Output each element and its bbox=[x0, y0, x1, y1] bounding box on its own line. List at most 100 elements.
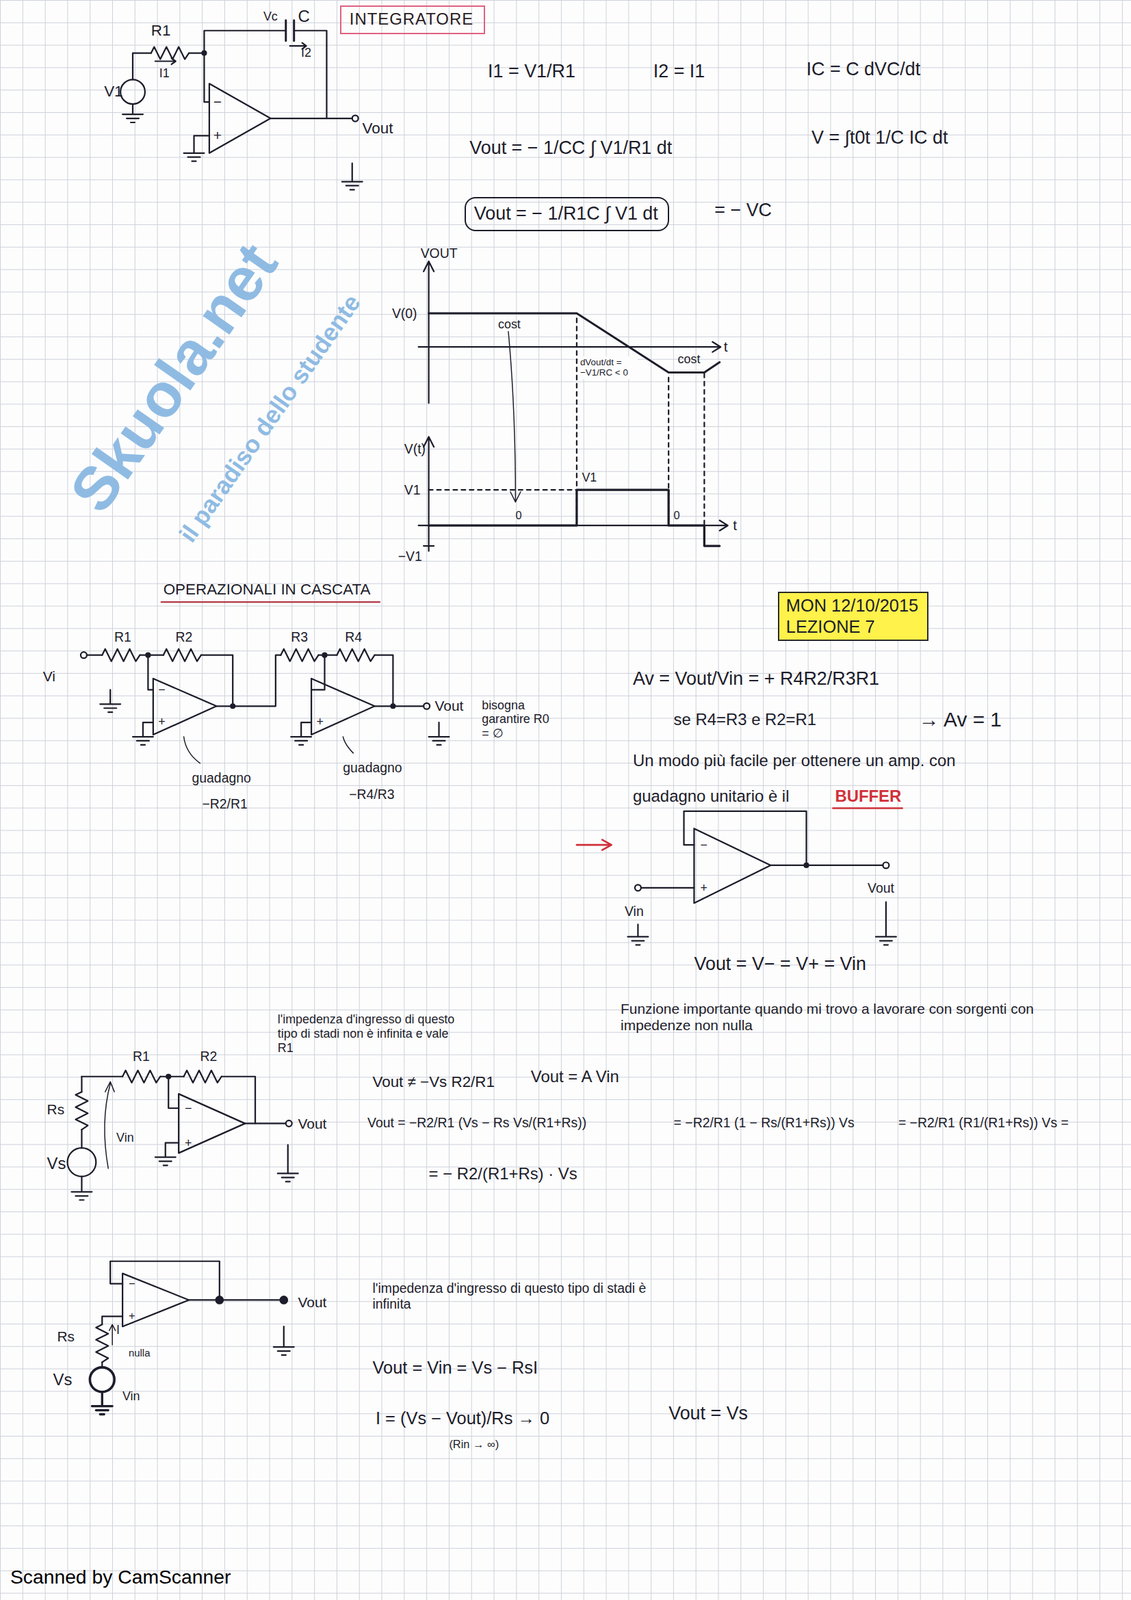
handwritten-label: guadagno bbox=[192, 770, 252, 786]
handwritten-label: V(0) bbox=[392, 305, 418, 321]
handwritten-label: 0 bbox=[515, 509, 522, 523]
wire bbox=[168, 1076, 179, 1109]
ground-symbol bbox=[122, 114, 143, 123]
handwritten-label: − bbox=[316, 682, 324, 698]
wire bbox=[374, 705, 425, 707]
handwritten-label: VOUT bbox=[420, 245, 458, 261]
handwritten-label: − bbox=[158, 682, 165, 698]
handwritten-label: I = (Vs − Vout)/Rs → 0 bbox=[375, 1408, 550, 1429]
wire bbox=[270, 117, 352, 120]
handwritten-label: I bbox=[116, 1323, 120, 1338]
wire bbox=[147, 655, 153, 691]
wire bbox=[188, 30, 286, 102]
handwritten-label: + bbox=[184, 1136, 192, 1151]
handwritten-label: dVout/dt = −V1/RC < 0 bbox=[578, 356, 638, 380]
axis bbox=[418, 342, 722, 353]
ground-symbol bbox=[429, 722, 450, 746]
handwritten-label: + bbox=[213, 127, 222, 144]
handwritten-label: I2 bbox=[301, 45, 312, 61]
wire bbox=[80, 1129, 83, 1149]
node-dot bbox=[322, 653, 327, 658]
handwritten-label: 0 bbox=[673, 509, 681, 523]
handwritten-label: = −R2/R1 (R1/(R1+Rs)) Vs = bbox=[898, 1115, 1069, 1131]
handwritten-label: R3 bbox=[290, 629, 308, 645]
capacitor-symbol bbox=[286, 20, 295, 42]
handwritten-label: guadagno bbox=[342, 760, 402, 776]
watermark: Skuola.net bbox=[56, 230, 292, 525]
voltage-source bbox=[89, 1367, 115, 1393]
handwritten-label: Av = Vout/Vin = + R4R2/R3R1 bbox=[632, 668, 880, 690]
wire bbox=[110, 1261, 220, 1301]
node-dot bbox=[804, 863, 809, 868]
box-text: Vout = − 1/R1C ∫ V1 dt bbox=[474, 202, 660, 225]
voltage-arrow bbox=[104, 1081, 115, 1169]
opamp-symbol bbox=[122, 1274, 189, 1328]
current-arrow bbox=[109, 1324, 116, 1346]
handwritten-label: Vout = A Vin bbox=[530, 1067, 620, 1086]
box-text: INTEGRATORE bbox=[349, 9, 476, 30]
handwritten-label: OPERAZIONALI IN CASCATA bbox=[163, 580, 371, 599]
handwritten-label: V1 bbox=[104, 82, 123, 101]
handwritten-label: I1 = V1/R1 bbox=[487, 60, 576, 83]
handwritten-label: V1 bbox=[404, 482, 421, 498]
ground-symbol bbox=[99, 689, 121, 713]
resistor-symbol bbox=[95, 1324, 109, 1363]
terminal bbox=[882, 862, 889, 869]
wire bbox=[216, 655, 281, 707]
node-dot bbox=[145, 653, 150, 658]
handwritten-label: Vs bbox=[53, 1370, 73, 1389]
plot-line bbox=[429, 489, 720, 546]
ground-symbol bbox=[627, 924, 648, 945]
wire bbox=[221, 1076, 256, 1125]
handwritten-label: R4 bbox=[344, 629, 362, 645]
handwritten-label: R1 bbox=[132, 1048, 150, 1064]
wire bbox=[641, 887, 695, 889]
handwritten-label: t bbox=[723, 338, 728, 356]
node-dot bbox=[390, 704, 395, 709]
handwritten-label: −R4/R3 bbox=[348, 786, 395, 802]
ground-symbol bbox=[184, 153, 205, 162]
tick bbox=[423, 545, 434, 547]
handwritten-label: Vin bbox=[116, 1131, 135, 1146]
wire bbox=[132, 104, 134, 115]
handwritten-label: − bbox=[128, 1277, 136, 1291]
voltage-source bbox=[120, 79, 146, 104]
handwritten-label: − bbox=[184, 1101, 192, 1116]
handwritten-label: + bbox=[699, 881, 707, 896]
resistor-symbol bbox=[336, 649, 375, 662]
wire bbox=[160, 1076, 184, 1078]
scanner-footer: Scanned by CamScanner bbox=[10, 1566, 231, 1589]
wire bbox=[244, 1122, 286, 1125]
terminal bbox=[423, 703, 430, 710]
wire bbox=[684, 811, 807, 866]
ground-symbol bbox=[342, 163, 363, 191]
handwritten-label: BUFFER bbox=[834, 786, 902, 806]
terminal bbox=[80, 652, 87, 659]
handwritten-label: = − VC bbox=[714, 199, 772, 221]
handwritten-label: Vout = Vin = Vs − RsI bbox=[372, 1358, 539, 1378]
ground-symbol bbox=[277, 1145, 299, 1183]
ground-symbol bbox=[132, 722, 154, 746]
handwritten-label: t bbox=[732, 517, 737, 534]
opamp-symbol bbox=[311, 678, 375, 735]
leader-line bbox=[342, 736, 354, 754]
wire bbox=[86, 654, 102, 657]
resistor-symbol bbox=[122, 1070, 161, 1084]
voltage-source bbox=[67, 1148, 97, 1177]
handwritten-label: Vout ≠ −Vs R2/R1 bbox=[372, 1073, 495, 1092]
handwritten-label: Vout = − 1/CC ∫ V1/R1 dt bbox=[469, 137, 672, 159]
wire bbox=[806, 864, 884, 867]
handwritten-label: Vout bbox=[298, 1115, 328, 1133]
resistor-symbol bbox=[151, 47, 189, 60]
handwritten-label: l'impedenza d'ingresso di questo tipo di… bbox=[372, 1280, 680, 1312]
wire bbox=[219, 1299, 282, 1301]
opamp-symbol bbox=[693, 828, 771, 904]
handwritten-label: R2 bbox=[175, 629, 193, 645]
handwritten-label: C bbox=[298, 6, 310, 26]
handwritten-label: V = ∫t0t 1/C IC dt bbox=[811, 127, 948, 149]
wire bbox=[294, 30, 328, 119]
handwritten-label: Vin bbox=[624, 903, 644, 919]
handwritten-label: = −R2/R1 (1 − Rs/(R1+Rs)) Vs bbox=[673, 1115, 855, 1131]
